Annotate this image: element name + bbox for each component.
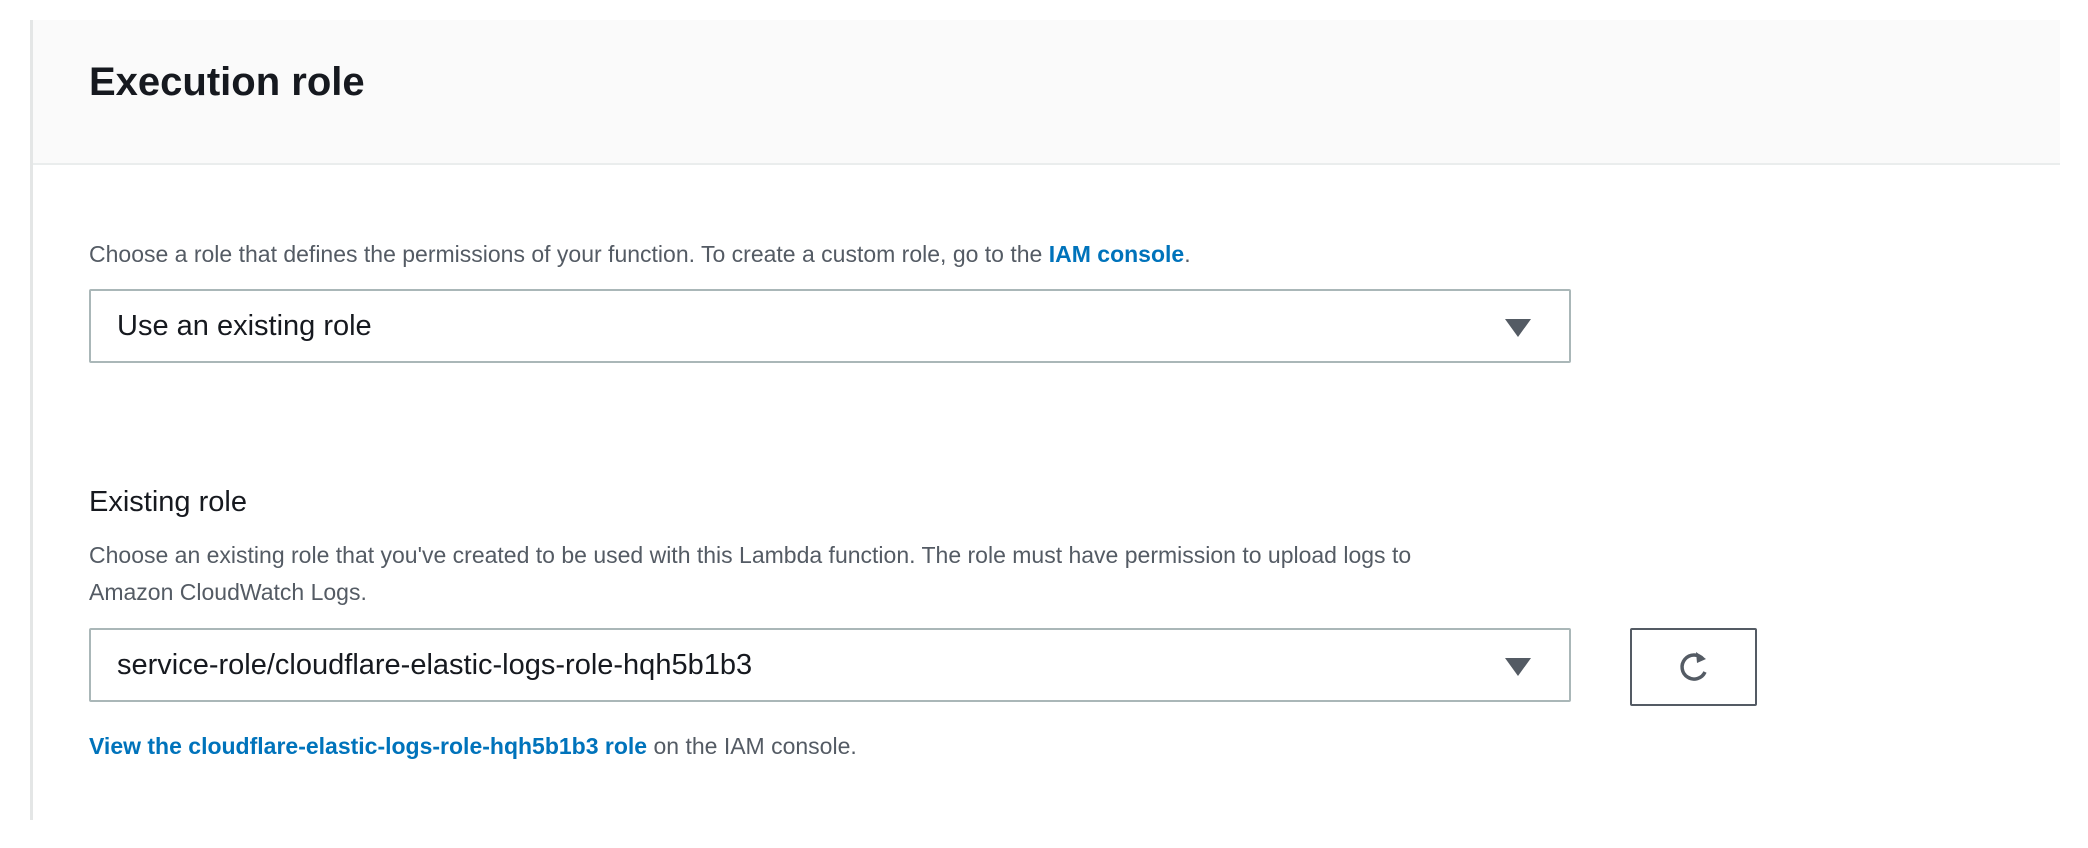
existing-role-label: Existing role (89, 486, 247, 518)
role-description: Choose a role that defines the permissio… (89, 236, 1191, 273)
existing-role-description: Choose an existing role that you've crea… (89, 537, 1411, 611)
existing-role-description-line2: Amazon CloudWatch Logs. (89, 579, 367, 605)
dropdown-caret-icon (1505, 658, 1531, 676)
iam-console-link[interactable]: IAM console (1048, 241, 1185, 267)
refresh-icon (1679, 652, 1707, 681)
role-type-value: Use an existing role (117, 310, 372, 342)
existing-role-value: service-role/cloudflare-elastic-logs-rol… (117, 649, 753, 681)
existing-role-select[interactable]: service-role/cloudflare-elastic-logs-rol… (89, 628, 1571, 702)
section-title: Execution role (89, 60, 365, 104)
view-role-link[interactable]: View the cloudflare-elastic-logs-role-hq… (89, 733, 648, 759)
dropdown-caret-icon (1505, 319, 1531, 337)
view-role-suffix: on the IAM console. (647, 733, 857, 759)
existing-role-description-line1: Choose an existing role that you've crea… (89, 542, 1412, 568)
refresh-button[interactable] (1630, 628, 1757, 706)
role-description-text: Choose a role that defines the permissio… (89, 241, 1049, 267)
execution-role-panel: Execution role Choose a role that define… (30, 20, 2063, 820)
role-type-select[interactable]: Use an existing role (89, 289, 1571, 363)
view-role-line: View the cloudflare-elastic-logs-role-hq… (89, 728, 857, 765)
role-description-period: . (1184, 241, 1191, 267)
panel-header: Execution role (33, 20, 2060, 165)
